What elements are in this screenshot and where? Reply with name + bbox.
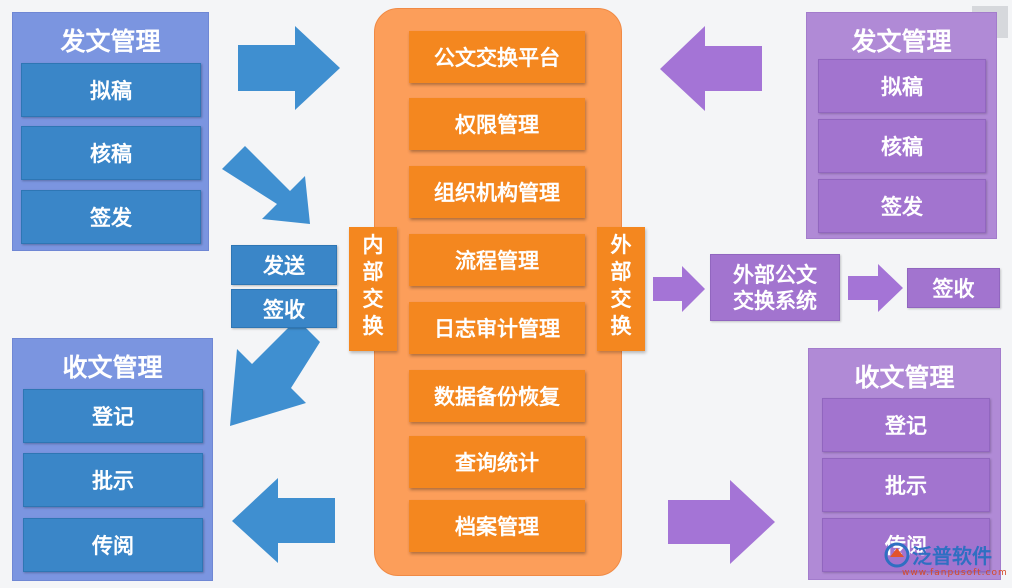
receive-button[interactable]: 签收: [231, 289, 337, 328]
panel-title: 发文管理: [60, 27, 161, 56]
archive-button[interactable]: 档案管理: [409, 500, 585, 552]
draft-button[interactable]: 拟稿: [818, 59, 986, 113]
left-receive-panel: 收文管理 登记 批示 传阅: [12, 338, 213, 581]
char: 换: [362, 314, 384, 338]
query-stats-button[interactable]: 查询统计: [409, 436, 585, 488]
char: 部: [610, 260, 632, 284]
workflow-button[interactable]: 流程管理: [409, 234, 585, 286]
center-platform: [374, 8, 622, 576]
panel-title: 发文管理: [851, 27, 952, 56]
register-button[interactable]: 登记: [822, 398, 990, 452]
arrow-right-icon: [653, 266, 705, 312]
external-exchange-label: 外 部 交 换: [597, 227, 645, 351]
right-send-panel: 发文管理 拟稿 核稿 签发: [806, 12, 997, 239]
arrow-left-icon: [232, 478, 335, 563]
arrow-right-icon: [668, 480, 775, 564]
organization-button[interactable]: 组织机构管理: [409, 166, 585, 218]
char: 外: [610, 233, 632, 257]
char: 内: [362, 233, 384, 257]
arrow-diagonal-icon: [222, 146, 310, 224]
external-system-line: 交换系统: [733, 288, 817, 313]
logo-text: 泛普软件: [912, 544, 992, 568]
exchange-platform-button[interactable]: 公文交换平台: [409, 31, 585, 83]
external-system-box[interactable]: 外部公文 交换系统: [710, 254, 840, 321]
register-button[interactable]: 登记: [23, 389, 203, 443]
arrow-right-icon: [848, 264, 903, 312]
sign-issue-button[interactable]: 签发: [21, 190, 201, 244]
char: 交: [362, 287, 384, 311]
review-button[interactable]: 核稿: [21, 126, 201, 180]
sign-issue-button[interactable]: 签发: [818, 179, 986, 233]
instruct-button[interactable]: 批示: [23, 453, 203, 507]
char: 换: [610, 314, 632, 338]
brand-logo: 泛普软件 www.fanpusoft.com: [884, 540, 1008, 584]
char: 交: [610, 287, 632, 311]
instruct-button[interactable]: 批示: [822, 458, 990, 512]
external-system-line: 外部公文: [733, 262, 817, 287]
internal-exchange-label: 内 部 交 换: [349, 227, 397, 351]
send-button[interactable]: 发送: [231, 245, 337, 285]
panel-title: 收文管理: [62, 353, 163, 382]
arrow-left-icon: [660, 26, 762, 111]
log-audit-button[interactable]: 日志审计管理: [409, 302, 585, 354]
review-button[interactable]: 核稿: [818, 119, 986, 173]
arrow-diagonal-icon: [230, 319, 320, 426]
arrow-right-icon: [238, 26, 340, 110]
panel-title: 收文管理: [854, 363, 955, 392]
circulate-button[interactable]: 传阅: [23, 518, 203, 572]
logo-url: www.fanpusoft.com: [902, 568, 1008, 578]
char: 部: [362, 260, 384, 284]
permission-button[interactable]: 权限管理: [409, 98, 585, 150]
left-send-panel: 发文管理 拟稿 核稿 签发: [12, 12, 209, 251]
logo-icon: [884, 542, 910, 568]
external-receive-button[interactable]: 签收: [907, 268, 1000, 308]
draft-button[interactable]: 拟稿: [21, 63, 201, 117]
backup-restore-button[interactable]: 数据备份恢复: [409, 370, 585, 422]
